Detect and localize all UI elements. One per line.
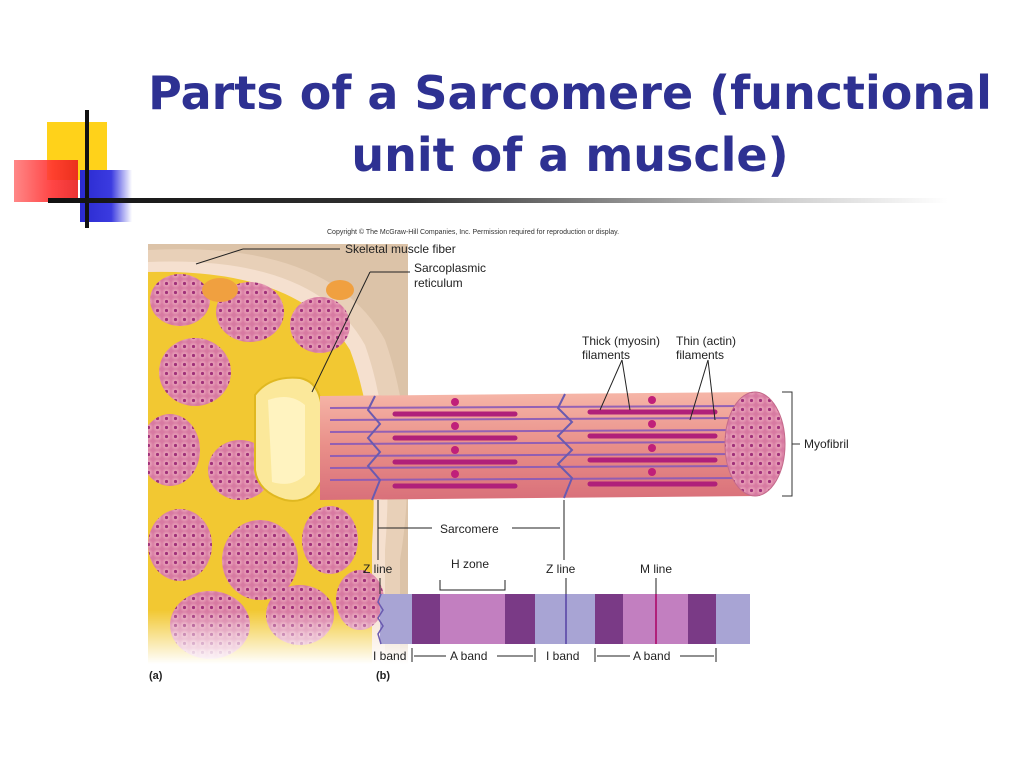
m-line-dots bbox=[451, 396, 656, 478]
title-line-2: unit of a muscle) bbox=[351, 128, 789, 182]
label-i-band-2: I band bbox=[546, 649, 579, 663]
label-i-band-1: I band bbox=[373, 649, 406, 663]
label-thick-1: Thick (myosin) bbox=[582, 334, 660, 348]
muscle-fiber-cross-section bbox=[148, 244, 408, 664]
myofibril bbox=[320, 391, 786, 501]
label-a-band-1: A band bbox=[450, 649, 487, 663]
label-skeletal-muscle-fiber: Skeletal muscle fiber bbox=[345, 242, 456, 256]
label-thick-2: filaments bbox=[582, 348, 630, 362]
label-sarcomere: Sarcomere bbox=[440, 522, 499, 536]
sarcomere-band-strip bbox=[377, 593, 750, 645]
label-h-zone: H zone bbox=[451, 557, 489, 571]
label-thin-1: Thin (actin) bbox=[676, 334, 736, 348]
myofibril-bracket bbox=[782, 391, 800, 497]
label-z-line-mid: Z line bbox=[546, 562, 576, 576]
label-myofibril: Myofibril bbox=[804, 437, 849, 451]
z-lines bbox=[366, 393, 574, 501]
thin-filaments bbox=[329, 405, 746, 481]
copyright-notice: Copyright © The McGraw-Hill Companies, I… bbox=[327, 229, 620, 236]
label-m-line: M line bbox=[640, 562, 672, 576]
label-z-line-left: Z line bbox=[363, 562, 393, 576]
label-sarcoplasmic-2: reticulum bbox=[414, 276, 463, 290]
band-measure-lines bbox=[411, 648, 717, 662]
label-sarcoplasmic-1: Sarcoplasmic bbox=[414, 261, 486, 275]
red-square bbox=[14, 160, 78, 202]
thick-filaments bbox=[392, 409, 718, 489]
leader-lines bbox=[195, 248, 716, 594]
label-thin-2: filaments bbox=[676, 348, 724, 362]
title-divider bbox=[48, 198, 948, 203]
label-panel-b: (b) bbox=[376, 670, 390, 682]
label-panel-a: (a) bbox=[149, 670, 163, 682]
label-a-band-2: A band bbox=[633, 649, 670, 663]
vertical-line bbox=[85, 110, 89, 228]
slide-title: Parts of a Sarcomere (functional unit of… bbox=[130, 62, 1010, 186]
title-line-1: Parts of a Sarcomere (functional bbox=[148, 66, 992, 120]
